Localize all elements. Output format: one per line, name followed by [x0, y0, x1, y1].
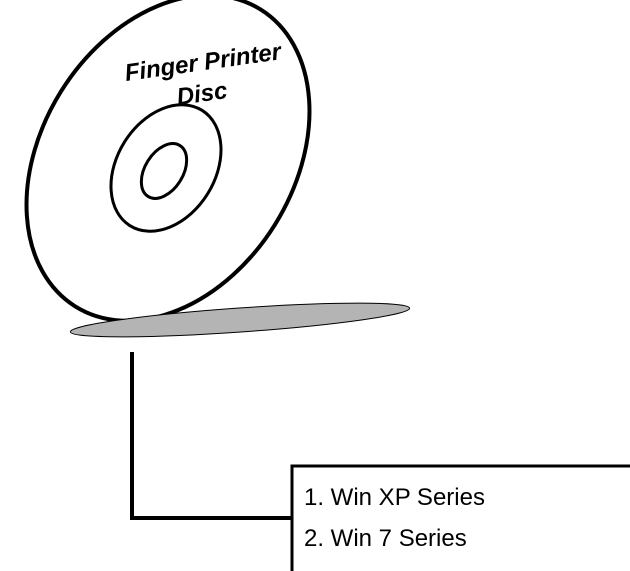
os-list-box-border	[290, 464, 630, 571]
os-list-item-2: 2. Win 7 Series	[304, 525, 467, 552]
disc-middle-ring	[109, 103, 223, 233]
cd-disc	[24, 0, 312, 323]
disc-outer-ring	[24, 0, 312, 323]
connector-line	[130, 352, 292, 520]
disc-shadow	[69, 302, 411, 338]
os-list-item-1: 1. Win XP Series	[304, 484, 485, 511]
os-list-box: 1. Win XP Series 2. Win 7 Series	[290, 464, 630, 571]
disc-inner-hub	[139, 142, 189, 200]
